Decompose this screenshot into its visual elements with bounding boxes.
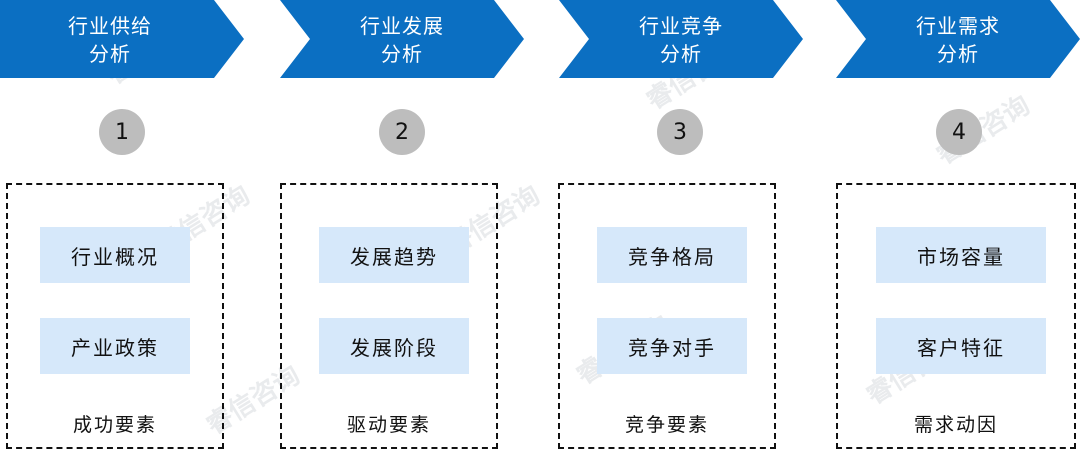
item-box: 发展趋势 xyxy=(319,227,469,283)
dashed-box: 市场容量 客户特征 需求动因 xyxy=(836,183,1076,449)
item-box: 竞争格局 xyxy=(597,227,747,283)
dashed-box: 行业概况 产业政策 成功要素 xyxy=(6,183,224,449)
header-line2: 分析 xyxy=(381,42,423,66)
chevron-shape xyxy=(836,0,1080,78)
step-number: 4 xyxy=(936,109,982,155)
item-box: 竞争对手 xyxy=(597,318,747,374)
chevron-shape xyxy=(559,0,803,78)
header-line2: 分析 xyxy=(89,42,131,66)
header-line1: 行业需求 xyxy=(916,14,1000,38)
header-title: 行业需求 分析 xyxy=(848,8,1068,72)
header-title: 行业发展 分析 xyxy=(292,8,512,72)
header-line1: 行业发展 xyxy=(360,14,444,38)
chevron-shape xyxy=(0,0,244,78)
factor-label: 驱动要素 xyxy=(346,414,431,436)
item-box: 客户特征 xyxy=(876,318,1046,374)
column-3: 行业竞争 分析 3 竞争格局 竞争对手 竞争要素 xyxy=(558,0,803,456)
item-box: 发展阶段 xyxy=(319,318,469,374)
chevron-shape xyxy=(280,0,524,78)
item-box: 行业概况 xyxy=(40,227,190,283)
header-title: 行业竞争 分析 xyxy=(571,8,791,72)
header-title: 行业供给 分析 xyxy=(0,8,220,72)
header-line1: 行业供给 xyxy=(68,14,152,38)
factor-label: 成功要素 xyxy=(72,414,157,436)
dashed-box: 竞争格局 竞争对手 竞争要素 xyxy=(558,183,776,449)
header-chevron: 行业竞争 分析 xyxy=(559,0,803,78)
step-number: 3 xyxy=(657,109,703,155)
header-line1: 行业竞争 xyxy=(639,14,723,38)
factor-label: 需求动因 xyxy=(913,414,998,436)
column-2: 行业发展 分析 2 发展趋势 发展阶段 驱动要素 xyxy=(280,0,524,456)
header-chevron: 行业需求 分析 xyxy=(836,0,1080,78)
step-number: 2 xyxy=(379,109,425,155)
item-box: 产业政策 xyxy=(40,318,190,374)
header-chevron: 行业供给 分析 xyxy=(0,0,244,78)
column-4: 行业需求 分析 4 市场容量 客户特征 需求动因 xyxy=(836,0,1080,456)
header-chevron: 行业发展 分析 xyxy=(280,0,524,78)
factor-label: 竞争要素 xyxy=(624,414,709,436)
column-1: 行业供给 分析 1 行业概况 产业政策 成功要素 xyxy=(0,0,244,456)
header-line2: 分析 xyxy=(937,42,979,66)
header-line2: 分析 xyxy=(660,42,702,66)
dashed-box: 发展趋势 发展阶段 驱动要素 xyxy=(280,183,498,449)
item-box: 市场容量 xyxy=(876,227,1046,283)
step-number: 1 xyxy=(99,109,145,155)
